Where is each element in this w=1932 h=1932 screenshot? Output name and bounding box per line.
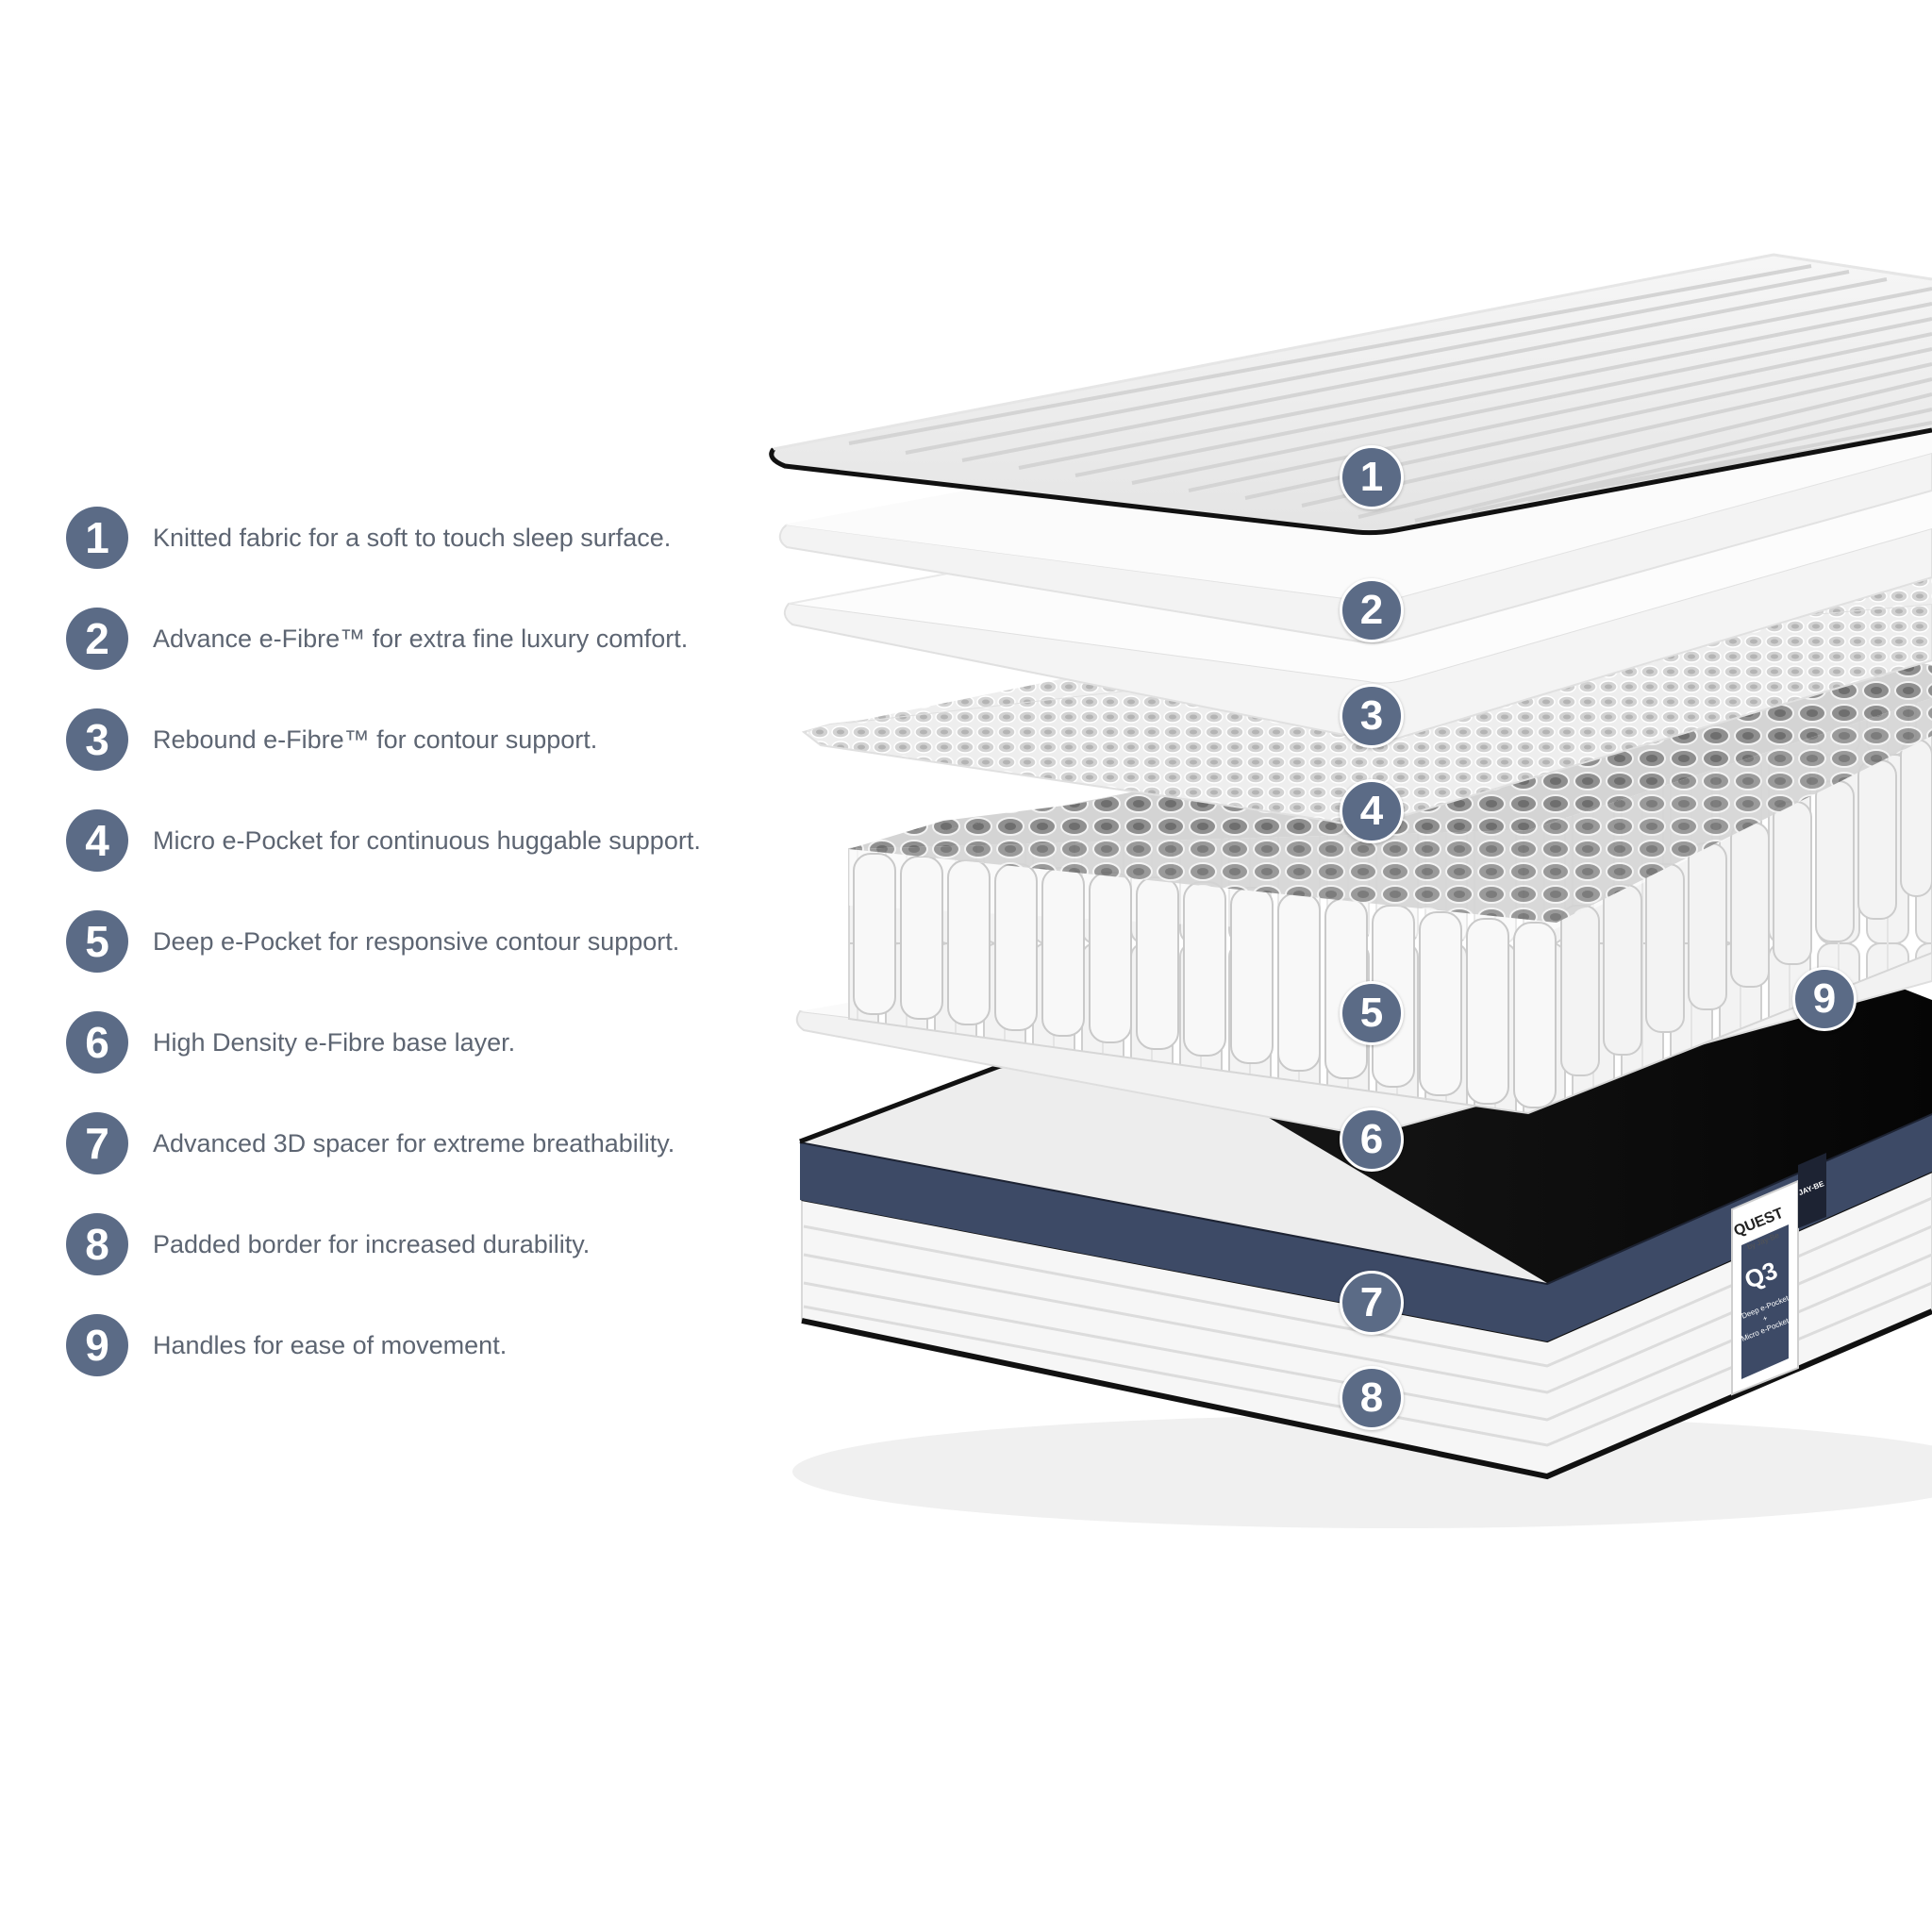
legend-number-badge: 2 — [66, 608, 128, 670]
callout-9: 9 — [1792, 967, 1857, 1031]
legend-item-3: 3 Rebound e-Fibre™ for contour support. — [66, 707, 597, 773]
legend-item-9: 9 Handles for ease of movement. — [66, 1312, 507, 1378]
legend-text: Handles for ease of movement. — [153, 1330, 508, 1359]
legend-item-1: 1 Knitted fabric for a soft to touch sle… — [66, 505, 671, 571]
legend-number-badge: 9 — [66, 1314, 128, 1376]
legend-text: Advanced 3D spacer for extreme breathabi… — [153, 1128, 675, 1158]
legend-number-badge: 8 — [66, 1213, 128, 1275]
legend-item-6: 6 High Density e-Fibre base layer. — [66, 1009, 515, 1075]
legend-text: Knitted fabric for a soft to touch sleep… — [153, 523, 672, 552]
legend-item-7: 7 Advanced 3D spacer for extreme breatha… — [66, 1110, 675, 1176]
callout-7: 7 — [1340, 1271, 1404, 1335]
legend-number-badge: 4 — [66, 809, 128, 872]
legend-item-8: 8 Padded border for increased durability… — [66, 1211, 590, 1277]
legend-number-badge: 3 — [66, 708, 128, 771]
callout-3: 3 — [1340, 684, 1404, 748]
legend-text: Deep e-Pocket for responsive contour sup… — [153, 926, 680, 956]
legend-text: Micro e-Pocket for continuous huggable s… — [153, 825, 701, 855]
legend-text: High Density e-Fibre base layer. — [153, 1027, 516, 1057]
brand-label: QUEST by Jay-Be Q3 Deep e-Pocket + Micro… — [1731, 1153, 1826, 1396]
callout-2: 2 — [1340, 578, 1404, 642]
model-desc-2: + — [1761, 1314, 1769, 1324]
callout-4: 4 — [1340, 779, 1404, 843]
legend-number-badge: 1 — [66, 507, 128, 569]
callout-8: 8 — [1340, 1366, 1404, 1430]
legend-text: Advance e-Fibre™ for extra fine luxury c… — [153, 624, 689, 653]
legend-item-4: 4 Micro e-Pocket for continuous huggable… — [66, 808, 701, 874]
legend-number-badge: 6 — [66, 1011, 128, 1074]
callout-1: 1 — [1340, 445, 1404, 509]
legend-number-badge: 7 — [66, 1112, 128, 1174]
legend-text: Padded border for increased durability. — [153, 1229, 591, 1258]
callout-5: 5 — [1340, 981, 1404, 1045]
legend-item-2: 2 Advance e-Fibre™ for extra fine luxury… — [66, 606, 688, 672]
legend-item-5: 5 Deep e-Pocket for responsive contour s… — [66, 908, 679, 974]
legend-text: Rebound e-Fibre™ for contour support. — [153, 724, 598, 754]
legend-number-badge: 5 — [66, 910, 128, 973]
callout-6: 6 — [1340, 1108, 1404, 1172]
legend: 1 Knitted fabric for a soft to touch sle… — [0, 0, 792, 1932]
